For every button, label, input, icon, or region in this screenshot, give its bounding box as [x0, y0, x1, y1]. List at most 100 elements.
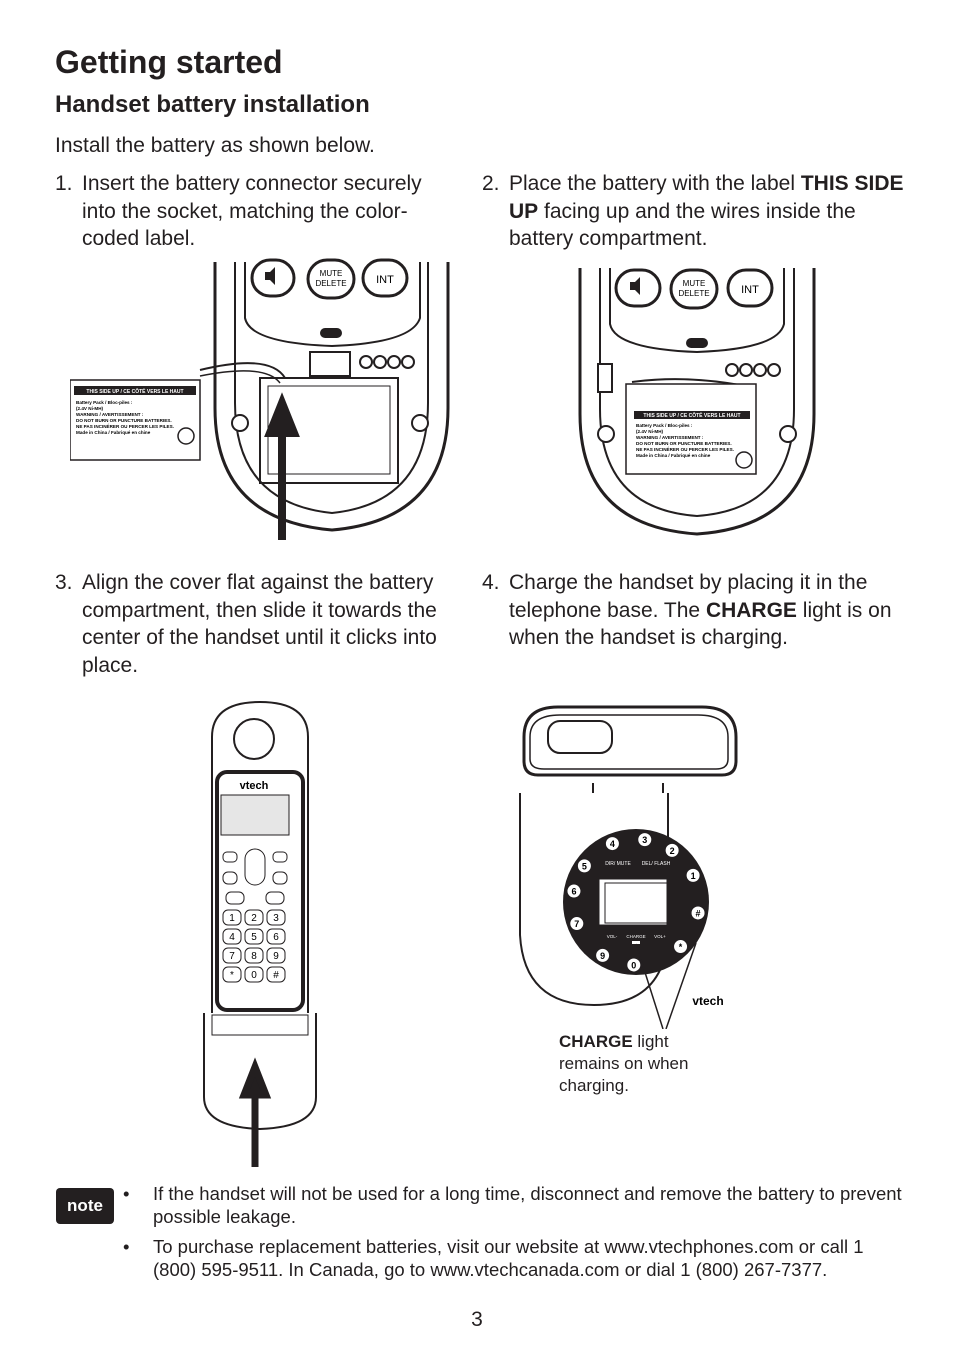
note-item: •If the handset will not be used for a l…	[123, 1183, 902, 1227]
step-number: 3.	[55, 571, 73, 594]
base-key-6	[566, 883, 582, 899]
del-flash-label: DEL/ FLASH	[642, 861, 671, 867]
charge-label: CHARGE	[626, 934, 645, 939]
delete-label: DELETE	[315, 279, 346, 288]
intro-text: Install the battery as shown below.	[55, 134, 375, 157]
key-label: 3	[273, 913, 279, 924]
battery-label-line: NE PAS INCINÉRER OU PERCER LES PILES.	[76, 422, 174, 429]
key-label: 1	[229, 913, 235, 924]
mute-delete-button	[306, 258, 356, 300]
key-2	[244, 909, 264, 926]
battery-label-line: (2.4V Ni-MH)	[636, 429, 664, 434]
key-*	[222, 966, 242, 983]
key-label: 8	[251, 951, 257, 962]
base-key-label: 1	[691, 871, 696, 881]
speaker-icon	[265, 267, 275, 285]
base-key-label: 9	[600, 951, 605, 961]
battery-pack: THIS SIDE UP / CE CÔTÉ VERS LE HAUT Batt…	[70, 379, 201, 461]
note-item: •To purchase replacement batteries, visi…	[123, 1236, 864, 1280]
base-key-label: 4	[610, 839, 615, 849]
int-label: INT	[741, 284, 759, 296]
int-button	[726, 268, 774, 308]
battery-label-line: WARNING / AVERTISSEMENT :	[76, 412, 144, 417]
mute-label: MUTE	[683, 279, 706, 288]
key-label: 7	[229, 951, 235, 962]
key-label: 5	[251, 932, 257, 943]
base-screen	[604, 882, 668, 924]
battery-label-line: DO NOT BURN OR PUNCTURE BATTERIES.	[76, 418, 172, 423]
base-key-label: 3	[642, 835, 647, 845]
base-key-4	[604, 836, 620, 852]
battery-label-header: THIS SIDE UP / CE CÔTÉ VERS LE HAUT	[86, 387, 183, 395]
base-key-5	[576, 858, 592, 874]
step-2: 2. Place the battery with the label THIS…	[482, 170, 912, 253]
vol-down-label: VOL-	[607, 934, 618, 939]
brand-logo: vtech	[240, 780, 269, 792]
delete-label: DELETE	[678, 289, 709, 298]
charge-callout: CHARGE light remains on when charging.	[559, 1032, 689, 1095]
bullet: •	[123, 1183, 130, 1204]
recycle-seal-icon	[177, 427, 195, 445]
recycle-seal-icon	[735, 451, 753, 469]
insert-arrow-icon	[264, 392, 300, 540]
battery-label-line: Made in China / Fabriqué en chine	[76, 430, 151, 435]
int-label: INT	[376, 274, 394, 286]
mute-delete-button	[669, 268, 719, 310]
key-label: *	[230, 970, 234, 981]
int-button	[361, 258, 409, 298]
base-key-3	[637, 832, 653, 848]
base-key-#	[690, 905, 706, 921]
base-key-1	[685, 867, 701, 883]
battery-label-header: THIS SIDE UP / CE CÔTÉ VERS LE HAUT	[643, 411, 740, 419]
key-1	[222, 909, 242, 926]
dir-mute-label: DIR/ MUTE	[605, 861, 631, 867]
key-3	[266, 909, 286, 926]
slide-arrow-icon	[238, 1057, 272, 1167]
step-text: Place the battery with the label THIS SI…	[509, 172, 904, 250]
key-6	[266, 928, 286, 945]
battery-label-line: (2.4V Ni-MH)	[76, 406, 104, 411]
base-key-label: *	[679, 942, 683, 952]
key-4	[222, 928, 242, 945]
base-key-label: 6	[571, 887, 576, 897]
key-label: 6	[273, 932, 279, 943]
base-key-*	[673, 939, 689, 955]
section-title: Handset battery installation	[55, 91, 370, 118]
battery-label-line: NE PAS INCINÉRER OU PERCER LES PILES.	[636, 445, 734, 452]
key-5	[244, 928, 264, 945]
step-1: 1. Insert the battery connector securely…	[55, 170, 445, 253]
page-number: 3	[471, 1308, 483, 1331]
key-label: 0	[251, 970, 257, 981]
earpiece	[233, 718, 275, 760]
step-text: Charge the handset by placing it in the …	[509, 571, 892, 649]
callout-leader	[665, 942, 697, 1029]
base-key-label: 0	[631, 960, 636, 970]
key-#	[266, 966, 286, 983]
battery-label-line: WARNING / AVERTISSEMENT :	[636, 435, 704, 440]
key-label: 4	[229, 932, 235, 943]
battery-label-line: Made in China / Fabriqué en chine	[636, 453, 711, 458]
figure-battery-placed: MUTE DELETE INT THIS SIDE UP / CE CÔTÉ V…	[578, 268, 816, 536]
step-number: 1.	[55, 172, 73, 195]
battery-label-line: Battery Pack / Bloc-piles :	[636, 423, 693, 428]
brand-logo: vtech	[692, 994, 723, 1008]
step-3: 3. Align the cover flat against the batt…	[55, 569, 440, 679]
key-7	[222, 947, 242, 964]
key-label: 2	[251, 913, 257, 924]
step-4: 4. Charge the handset by placing it in t…	[482, 569, 912, 652]
base-key-label: #	[696, 908, 701, 918]
base-key-9	[595, 947, 611, 963]
note-badge: note	[56, 1188, 114, 1224]
base-key-0	[626, 957, 642, 973]
figure-battery-connector: MUTE DELETE INT THIS SIDE UP / CE CÔTÉ V…	[70, 258, 450, 540]
speaker-icon	[630, 277, 640, 295]
base-key-label: 5	[582, 861, 587, 871]
bullet: •	[123, 1236, 130, 1257]
vol-up-label: VOL+	[654, 934, 666, 939]
mute-label: MUTE	[320, 269, 343, 278]
step-text: Insert the battery connector securely in…	[82, 172, 422, 250]
base-key-label: 2	[670, 846, 675, 856]
key-9	[266, 947, 286, 964]
